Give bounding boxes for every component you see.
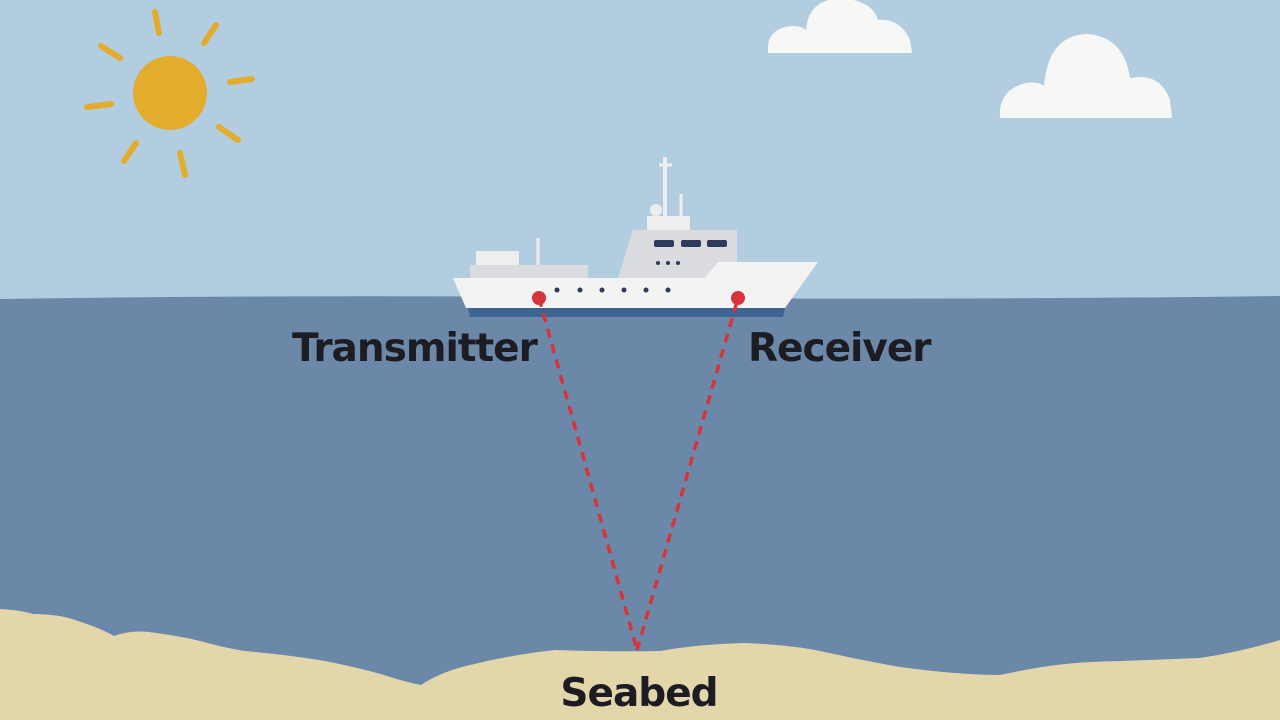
transmitter-marker: [532, 291, 546, 305]
seabed-label: Seabed: [560, 671, 717, 716]
transmitter-label: Transmitter: [292, 326, 539, 371]
cloud-icon: [999, 34, 1172, 118]
receiver-marker: [731, 291, 745, 305]
sea: [0, 296, 1280, 720]
reflected-signal: [635, 297, 740, 651]
cloud-icon: [768, 0, 912, 53]
signal-path: [537, 297, 740, 651]
outgoing-signal: [537, 297, 639, 651]
receiver-label: Receiver: [748, 326, 932, 371]
seabed: [0, 609, 1280, 720]
sun-icon: [84, 9, 255, 178]
